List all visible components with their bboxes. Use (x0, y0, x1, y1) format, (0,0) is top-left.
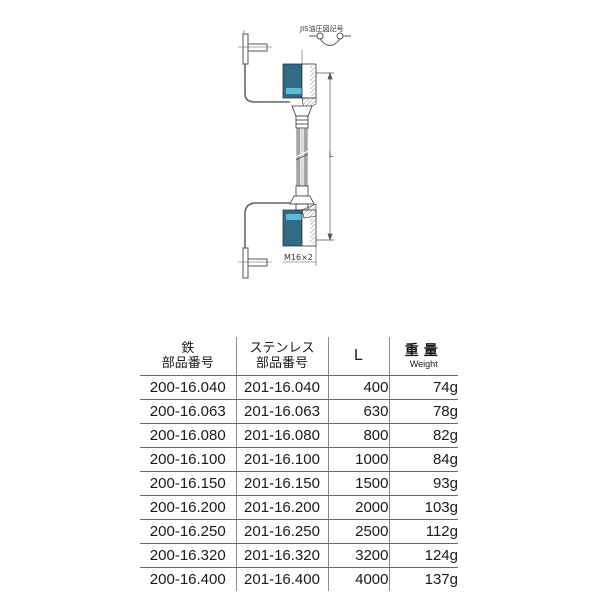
jis-symbol-icon (309, 32, 351, 46)
stainless-part-no: 201-16.040 (235, 375, 328, 400)
length-value: 2500 (327, 519, 389, 544)
weight-value: 93g (388, 471, 458, 496)
table-row: 200-16.150 201-16.150 1500 93g (140, 471, 458, 496)
stainless-part-no: 201-16.063 (235, 399, 328, 424)
header-stainless-part-no: ステンレス 部品番号 (235, 337, 328, 376)
length-value: 3200 (327, 543, 389, 568)
length-value: 2000 (327, 495, 389, 520)
hose-assembly-diagram: JIS油圧図記号 M16×2 L (238, 25, 351, 279)
iron-part-no: 200-16.200 (140, 495, 236, 520)
stainless-part-no: 201-16.320 (235, 543, 328, 568)
hose-drawing-icon (238, 30, 351, 279)
header-length: L (327, 337, 389, 376)
weight-value: 82g (388, 423, 458, 448)
weight-value: 103g (388, 495, 458, 520)
table-row: 200-16.063 201-16.063 630 78g (140, 399, 458, 424)
table-row: 200-16.250 201-16.250 2500 112g (140, 519, 458, 544)
stainless-part-no: 201-16.150 (235, 471, 328, 496)
length-dimension-label: L (329, 150, 334, 159)
table-row: 200-16.200 201-16.200 2000 103g (140, 495, 458, 520)
jis-symbol-label: JIS油圧図記号 (300, 25, 344, 33)
length-value: 1000 (327, 447, 389, 472)
length-value: 1500 (327, 471, 389, 496)
iron-part-no: 200-16.250 (140, 519, 236, 544)
length-value: 800 (327, 423, 389, 448)
iron-part-no: 200-16.320 (140, 543, 236, 568)
stainless-part-no: 201-16.200 (235, 495, 328, 520)
table-row: 200-16.400 201-16.400 4000 137g (140, 567, 458, 591)
weight-value: 84g (388, 447, 458, 472)
stainless-part-no: 201-16.250 (235, 519, 328, 544)
iron-part-no: 200-16.100 (140, 447, 236, 472)
iron-part-no: 200-16.400 (149, 571, 226, 588)
weight-value: 137g (388, 567, 458, 591)
iron-part-no: 200-16.080 (140, 423, 236, 448)
stainless-part-no: 201-16.080 (235, 423, 328, 448)
table-row: 200-16.100 201-16.100 1000 84g (140, 447, 458, 472)
length-value: 630 (327, 399, 389, 424)
iron-part-no: 200-16.063 (140, 399, 236, 424)
iron-part-no: 200-16.040 (140, 375, 236, 400)
length-value: 400 (327, 375, 389, 400)
iron-part-no: 200-16.150 (140, 471, 236, 496)
stainless-part-no: 201-16.100 (235, 447, 328, 472)
length-value: 4000 (327, 567, 389, 591)
spec-table: 鉄 部品番号 ステンレス 部品番号 L 重量 Weight 200-16.040… (140, 337, 458, 591)
table-row: 200-16.040 201-16.040 400 74g (140, 375, 458, 400)
weight-value: 78g (388, 399, 458, 424)
table-header-row: 鉄 部品番号 ステンレス 部品番号 L 重量 Weight (140, 337, 458, 376)
thread-size-label: M16×2 (284, 253, 313, 262)
weight-value: 112g (388, 519, 458, 544)
weight-value: 74g (388, 375, 458, 400)
table-row: 200-16.320 201-16.320 3200 124g (140, 543, 458, 568)
weight-value: 124g (388, 543, 458, 568)
table-row: 200-16.080 201-16.080 800 82g (140, 423, 458, 448)
header-iron-part-no: 鉄 部品番号 (140, 337, 236, 376)
stainless-part-no: 201-16.400 (235, 567, 328, 591)
header-weight: 重量 Weight (388, 337, 458, 376)
